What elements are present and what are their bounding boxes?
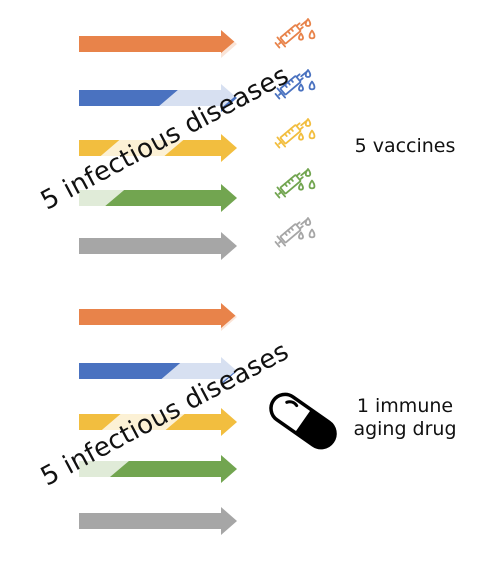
bottom-result-line-2: aging drug: [353, 418, 457, 440]
syringe-icon: [274, 168, 316, 199]
arrow-orange: [79, 30, 237, 58]
bottom-label-band: [20, 305, 252, 548]
bottom-label-band-shape: [20, 305, 252, 548]
bottom-result-label: 1 immune aging drug: [345, 395, 465, 441]
top-result-label: 5 vaccines: [354, 135, 456, 157]
pill-icon: [269, 392, 337, 450]
top-label-band: [20, 30, 252, 273]
syringe-icon: [274, 118, 316, 149]
syringe-icon: [274, 69, 316, 100]
arrow-gray: [79, 232, 237, 260]
bottom-result-line-1: 1 immune: [356, 395, 454, 417]
arrow-gray: [79, 507, 237, 535]
syringe-group: [274, 18, 316, 248]
syringe-icon: [274, 217, 316, 248]
top-label-band-shape: [20, 30, 252, 273]
syringe-icon: [274, 18, 316, 49]
arrow-orange: [79, 303, 237, 331]
